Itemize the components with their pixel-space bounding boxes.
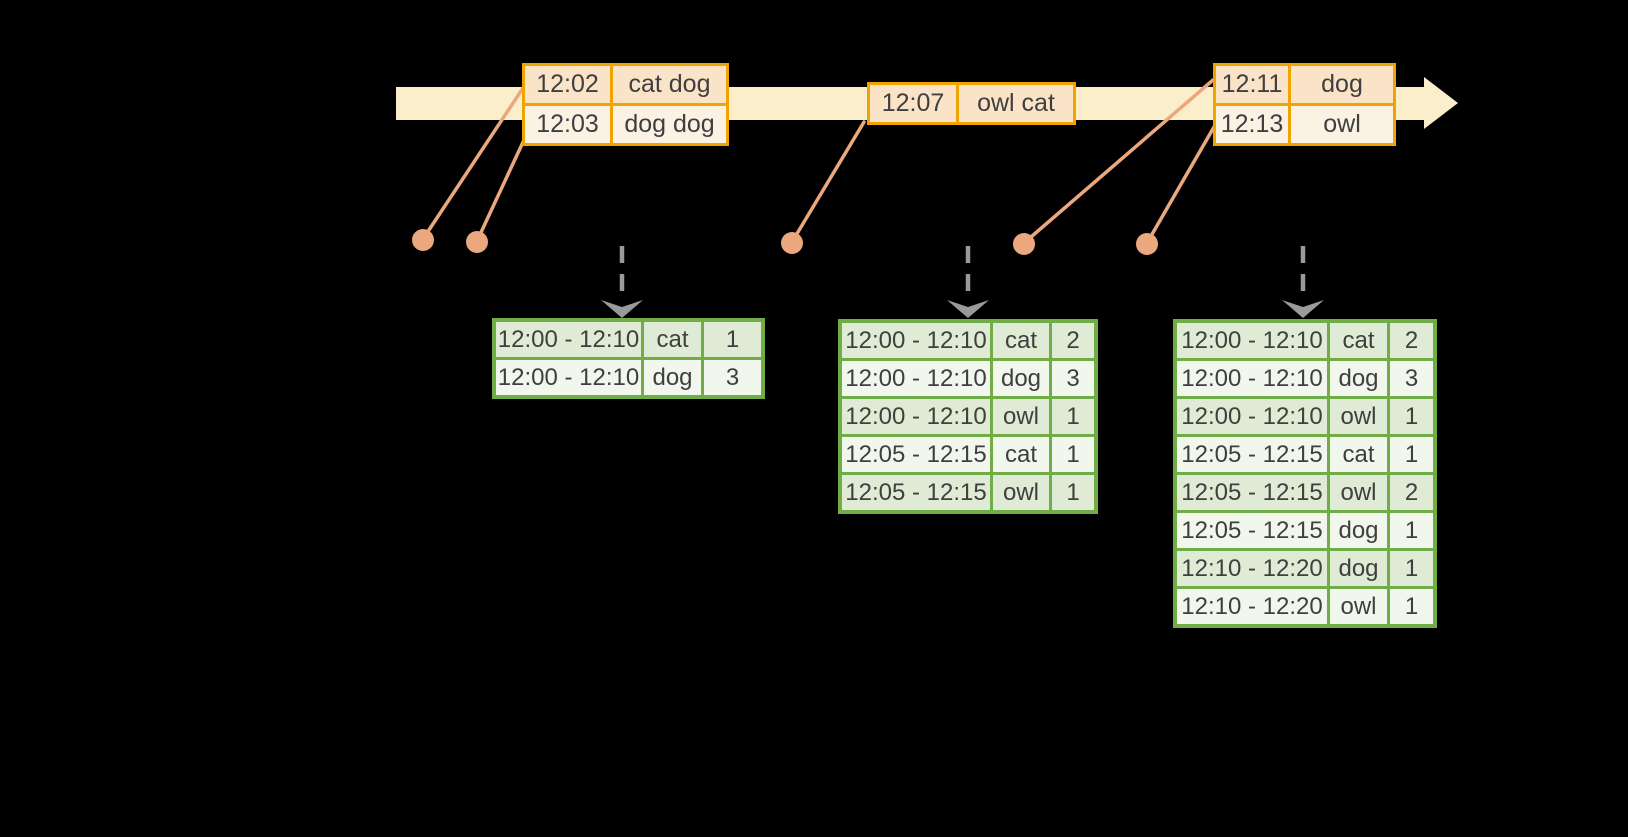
window-cell: 12:00 - 12:10 xyxy=(1177,399,1327,434)
word-cell: cat xyxy=(1330,437,1387,472)
count-cell: 1 xyxy=(1052,475,1094,510)
word-cell: owl xyxy=(993,475,1049,510)
word-cell: owl xyxy=(993,399,1049,434)
window-cell: 12:00 - 12:10 xyxy=(496,322,641,357)
window-cell: 12:10 - 12:20 xyxy=(1177,589,1327,624)
window-cell: 12:05 - 12:15 xyxy=(1177,437,1327,472)
count-cell: 2 xyxy=(1390,475,1433,510)
window-cell: 12:00 - 12:10 xyxy=(1177,323,1327,358)
event-time-cell: 12:02 xyxy=(525,66,610,103)
word-cell: dog xyxy=(1330,513,1387,548)
event-words-cell: owl xyxy=(1291,106,1393,143)
window-cell: 12:05 - 12:15 xyxy=(1177,513,1327,548)
count-cell: 1 xyxy=(1390,589,1433,624)
timeline-arrowhead-icon xyxy=(1424,77,1458,129)
window-cell: 12:00 - 12:10 xyxy=(842,399,990,434)
event-time-cell: 12:03 xyxy=(525,106,610,143)
word-cell: cat xyxy=(1330,323,1387,358)
count-cell: 1 xyxy=(704,322,761,357)
count-cell: 2 xyxy=(1390,323,1433,358)
event-dot xyxy=(412,229,434,251)
word-cell: dog xyxy=(1330,361,1387,396)
trigger-arrowhead-icon xyxy=(601,300,643,318)
event-connector-line xyxy=(475,138,526,243)
event-time-cell: 12:07 xyxy=(870,85,956,122)
count-cell: 1 xyxy=(1390,437,1433,472)
word-cell: dog xyxy=(644,360,701,395)
count-cell: 1 xyxy=(1390,551,1433,586)
event-dot xyxy=(466,231,488,253)
event-words-cell: owl cat xyxy=(959,85,1073,122)
count-cell: 2 xyxy=(1052,323,1094,358)
window-cell: 12:00 - 12:10 xyxy=(842,323,990,358)
word-cell: cat xyxy=(644,322,701,357)
window-cell: 12:05 - 12:15 xyxy=(1177,475,1327,510)
word-cell: owl xyxy=(1330,589,1387,624)
event-time-cell: 12:11 xyxy=(1216,66,1288,103)
event-words-cell: cat dog xyxy=(613,66,726,103)
event-connector-line xyxy=(790,120,866,244)
event-dot xyxy=(781,232,803,254)
count-cell: 3 xyxy=(704,360,761,395)
window-cell: 12:00 - 12:10 xyxy=(1177,361,1327,396)
event-words-cell: dog xyxy=(1291,66,1393,103)
count-cell: 3 xyxy=(1052,361,1094,396)
window-cell: 12:05 - 12:15 xyxy=(842,437,990,472)
event-words-cell: dog dog xyxy=(613,106,726,143)
count-cell: 1 xyxy=(1390,513,1433,548)
window-cell: 12:00 - 12:10 xyxy=(842,361,990,396)
word-cell: dog xyxy=(1330,551,1387,586)
word-cell: dog xyxy=(993,361,1049,396)
count-cell: 1 xyxy=(1052,399,1094,434)
event-dot xyxy=(1013,233,1035,255)
trigger-arrowhead-icon xyxy=(947,300,989,318)
event-dot xyxy=(1136,233,1158,255)
event-time-cell: 12:13 xyxy=(1216,106,1288,143)
trigger-arrowhead-icon xyxy=(1282,300,1324,318)
word-cell: owl xyxy=(1330,399,1387,434)
word-cell: cat xyxy=(993,437,1049,472)
event-connector-line xyxy=(1145,125,1216,245)
count-cell: 1 xyxy=(1390,399,1433,434)
word-cell: owl xyxy=(1330,475,1387,510)
window-cell: 12:05 - 12:15 xyxy=(842,475,990,510)
word-cell: cat xyxy=(993,323,1049,358)
window-cell: 12:00 - 12:10 xyxy=(496,360,641,395)
count-cell: 3 xyxy=(1390,361,1433,396)
count-cell: 1 xyxy=(1052,437,1094,472)
window-cell: 12:10 - 12:20 xyxy=(1177,551,1327,586)
